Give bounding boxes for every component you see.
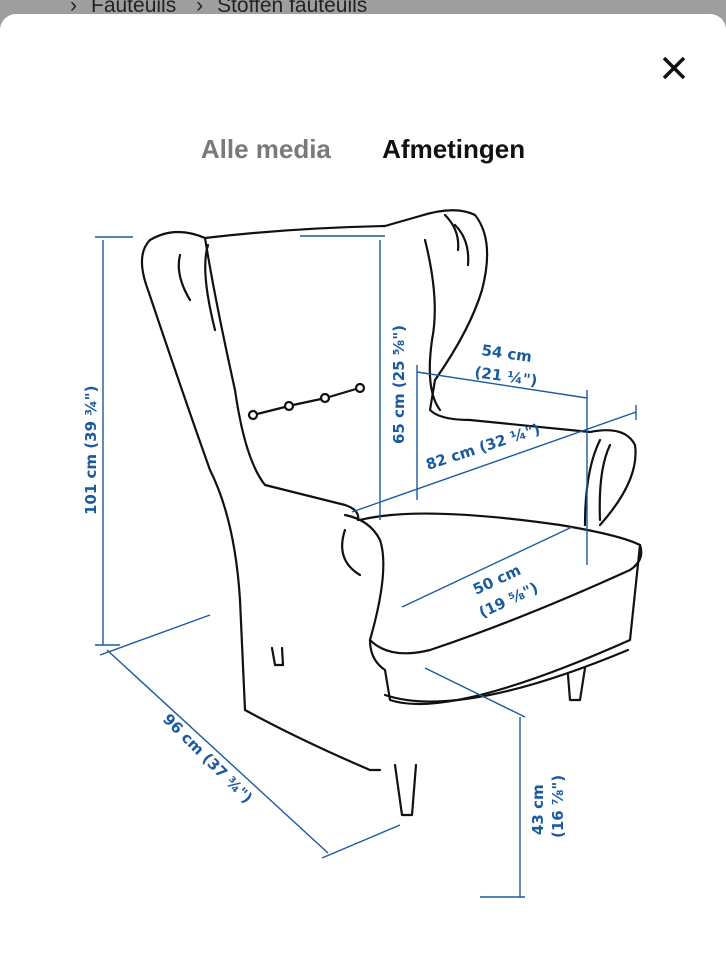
chevron-right-icon: › <box>70 0 77 17</box>
seat-width-cm: 54 cm <box>480 341 533 366</box>
depth-total-label: 96 cm (37 ¾") <box>159 710 256 807</box>
tab-afmetingen[interactable]: Afmetingen <box>382 134 526 164</box>
chevron-right-icon: › <box>196 0 204 17</box>
height-total-label: 101 cm (39 ¾") <box>82 386 100 515</box>
breadcrumb: › Fauteuils › Stoffen fauteuils <box>70 0 381 18</box>
breadcrumb-item[interactable]: Stoffen fauteuils <box>217 0 368 17</box>
armchair-illustration <box>140 209 643 817</box>
media-modal: Alle media Afmetingen <box>0 14 726 954</box>
seat-height-cm: 43 cm <box>529 784 547 835</box>
breadcrumb-item[interactable]: Fauteuils <box>91 0 177 17</box>
media-tabs: Alle media Afmetingen <box>0 134 726 165</box>
close-button[interactable] <box>656 50 692 86</box>
backrest-height-label: 65 cm (25 ⅝") <box>390 325 408 444</box>
tab-alle-media[interactable]: Alle media <box>200 134 331 164</box>
dimension-annotations: 101 cm (39 ¾") 65 cm (25 ⅝") 54 cm (21 ¼… <box>82 235 637 898</box>
close-icon <box>662 56 686 80</box>
seat-height-in: (16 ⅞") <box>549 775 567 838</box>
